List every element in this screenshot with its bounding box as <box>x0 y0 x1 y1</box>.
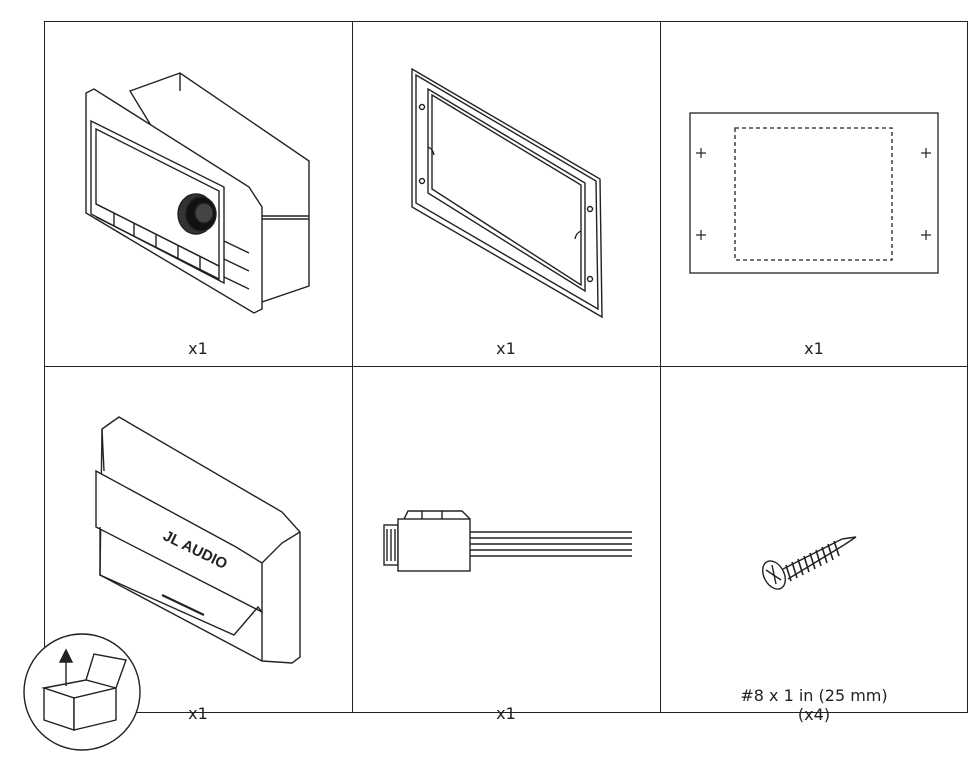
template-qty: x1 <box>804 339 824 358</box>
bezel-illustration <box>411 67 603 319</box>
cell-cable: x1 <box>352 367 660 723</box>
contents-grid: x1 x1 x1 <box>44 21 968 724</box>
screw-size: #8 x 1 in (25 mm) <box>740 686 888 705</box>
grid-divider-2 <box>660 21 661 713</box>
screw-qty: #8 x 1 in (25 mm) (x4) <box>660 686 968 724</box>
open-box-icon <box>22 632 142 752</box>
cell-template: x1 <box>660 21 968 367</box>
cable-qty: x1 <box>496 704 516 723</box>
cell-controller: x1 <box>44 21 352 367</box>
bezel-qty: x1 <box>496 339 516 358</box>
cell-cover: JL AUDIO x1 <box>44 367 352 723</box>
cover-qty: x1 <box>188 704 208 723</box>
cell-screw: #8 x 1 in (25 mm) (x4) <box>660 367 968 724</box>
cover-illustration: JL AUDIO <box>95 416 301 664</box>
screw-count: (x4) <box>797 705 831 724</box>
cell-bezel: x1 <box>352 21 660 367</box>
template-illustration <box>689 112 939 274</box>
grid-divider-row <box>44 366 968 367</box>
cable-illustration <box>383 510 632 572</box>
controller-illustration <box>85 72 310 314</box>
controller-qty: x1 <box>188 339 208 358</box>
screw-illustration <box>762 536 857 590</box>
grid-divider-1 <box>352 21 353 713</box>
grid-frame <box>44 21 968 713</box>
